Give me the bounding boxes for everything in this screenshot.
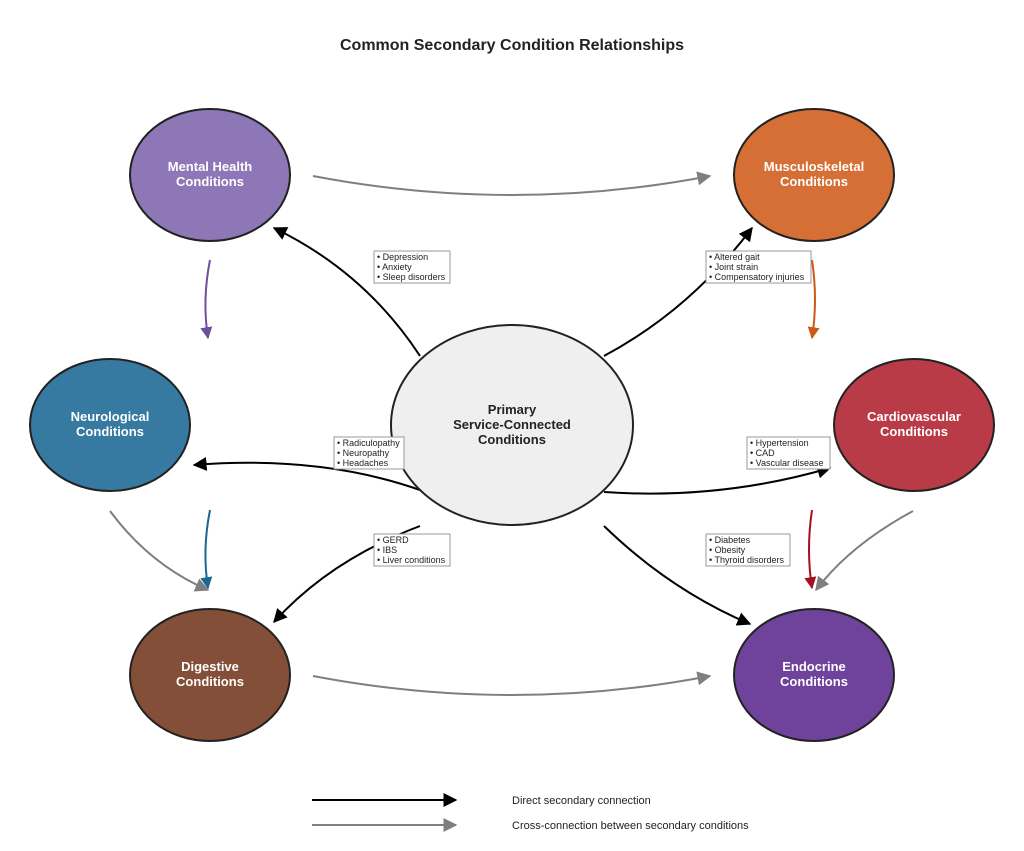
node-label-line1: Musculoskeletal xyxy=(764,159,864,174)
node-label-line1: Endocrine xyxy=(782,659,846,674)
center-label-line3: Conditions xyxy=(478,432,546,447)
legend-cross-label: Cross-connection between secondary condi… xyxy=(512,820,749,832)
note-line: • Neuropathy xyxy=(337,448,390,458)
note-line: • Hypertension xyxy=(750,438,809,448)
node-label-line1: Cardiovascular xyxy=(867,409,961,424)
node-ellipse xyxy=(733,608,895,742)
note-line: • CAD xyxy=(750,448,775,458)
node-ellipse xyxy=(29,358,191,492)
note-box-neuro: • Radiculopathy • Neuropathy • Headaches xyxy=(333,436,405,470)
node-mental-health: Mental Health Conditions xyxy=(129,108,291,242)
center-ellipse xyxy=(390,324,634,526)
direct-arrow-to-mental xyxy=(272,227,421,357)
node-label-line1: Mental Health xyxy=(168,159,253,174)
note-box-endocrine: • Diabetes • Obesity • Thyroid disorders xyxy=(705,533,791,567)
node-label-line2: Conditions xyxy=(176,674,244,689)
note-line: • Anxiety xyxy=(377,262,412,272)
note-box-border xyxy=(705,533,791,567)
note-box-border xyxy=(333,436,405,470)
direct-arrow-to-neuro xyxy=(192,457,421,491)
note-box-border xyxy=(373,250,451,284)
note-box-border xyxy=(705,250,812,284)
diagram-title: Common Secondary Condition Relationships xyxy=(340,37,684,54)
node-musculoskeletal: Musculoskeletal Conditions xyxy=(733,108,895,242)
cross-arrow-cardio-to-endocrine xyxy=(815,510,914,592)
note-line: • Radiculopathy xyxy=(337,438,400,448)
note-box-mental: • Depression • Anxiety • Sleep disorders xyxy=(373,250,451,284)
center-label-line2: Service-Connected xyxy=(453,417,571,432)
node-cardiovascular: Cardiovascular Conditions xyxy=(833,358,995,492)
note-line: • Depression xyxy=(377,252,428,262)
note-line: • Altered gait xyxy=(709,252,760,262)
note-line: • Obesity xyxy=(709,545,746,555)
node-label-line1: Neurological xyxy=(71,409,150,424)
note-line: • IBS xyxy=(377,545,397,555)
node-neurological: Neurological Conditions xyxy=(29,358,191,492)
note-box-border xyxy=(373,533,451,567)
node-label-line2: Conditions xyxy=(176,174,244,189)
colored-arrow-musculo-to-cardio xyxy=(807,259,820,340)
node-label-line2: Conditions xyxy=(880,424,948,439)
note-box-border xyxy=(746,436,831,470)
note-line: • Sleep disorders xyxy=(377,272,446,282)
note-line: • Thyroid disorders xyxy=(709,555,785,565)
direct-arrow-to-musculo xyxy=(603,226,753,357)
direct-arrow-to-endocrine xyxy=(603,525,752,626)
note-box-cardio: • Hypertension • CAD • Vascular disease xyxy=(746,436,831,470)
node-label-line2: Conditions xyxy=(780,174,848,189)
node-label-line1: Digestive xyxy=(181,659,239,674)
center-label-line1: Primary xyxy=(488,402,537,417)
node-ellipse xyxy=(129,108,291,242)
node-ellipse xyxy=(129,608,291,742)
direct-arrow-to-cardio xyxy=(603,464,832,495)
note-box-musculo: • Altered gait • Joint strain • Compensa… xyxy=(705,250,812,284)
node-endocrine: Endocrine Conditions xyxy=(733,608,895,742)
note-line: • Diabetes xyxy=(709,535,751,545)
node-label-line2: Conditions xyxy=(780,674,848,689)
note-line: • Liver conditions xyxy=(377,555,446,565)
note-line: • Vascular disease xyxy=(750,458,824,468)
cross-arrow-neuro-to-digestive xyxy=(109,510,210,592)
colored-arrow-mental-to-neuro xyxy=(200,259,213,340)
node-ellipse xyxy=(733,108,895,242)
node-ellipse xyxy=(833,358,995,492)
cross-arrow-digestive-to-endocrine xyxy=(312,671,712,696)
legend-direct-label: Direct secondary connection xyxy=(512,795,651,807)
cross-arrow-mental-to-musculo xyxy=(312,171,712,196)
note-box-digestive: • GERD • IBS • Liver conditions xyxy=(373,533,451,567)
note-line: • Compensatory injuries xyxy=(709,272,805,282)
legend: Direct secondary connection Cross-connec… xyxy=(312,793,749,832)
node-label-line2: Conditions xyxy=(76,424,144,439)
note-line: • GERD xyxy=(377,535,409,545)
node-digestive: Digestive Conditions xyxy=(129,608,291,742)
note-line: • Joint strain xyxy=(709,262,758,272)
note-line: • Headaches xyxy=(337,458,389,468)
colored-arrow-cardio-to-endocrine xyxy=(804,509,817,590)
colored-arrow-neuro-to-digestive xyxy=(200,509,213,590)
center-node: Primary Service-Connected Conditions xyxy=(390,324,634,526)
